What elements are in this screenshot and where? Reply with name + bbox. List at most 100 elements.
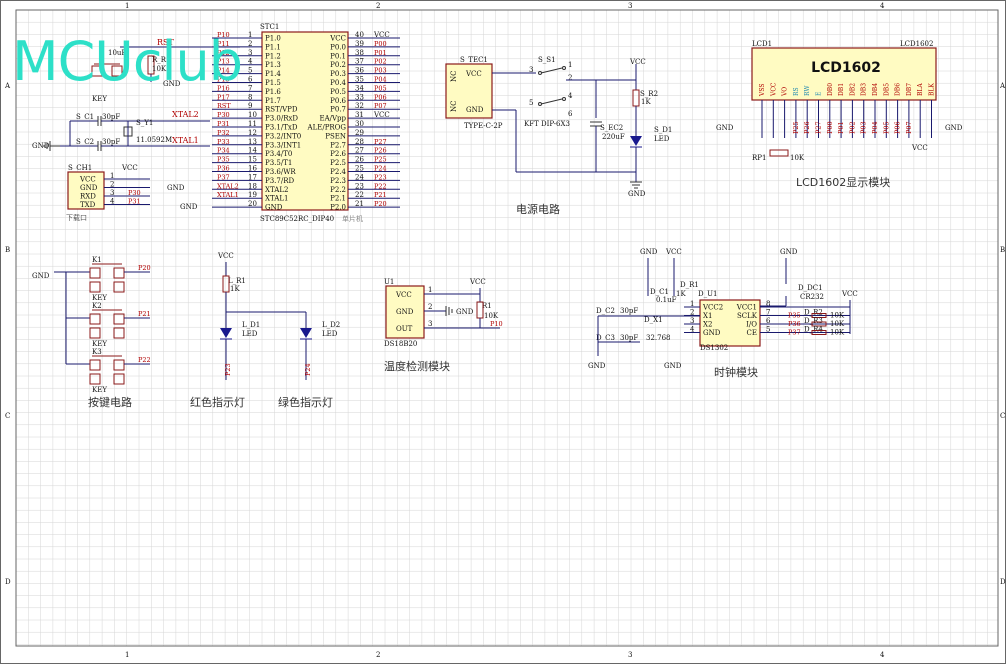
temp-part: DS18B20 bbox=[384, 340, 417, 348]
mcu-right-pin-name: P0.0 bbox=[330, 43, 346, 51]
mcu-right-pin-name: P2.1 bbox=[330, 195, 346, 203]
mcu-right-pin-name: P0.7 bbox=[330, 106, 346, 114]
red-led-vcc: VCC bbox=[217, 252, 234, 260]
download-chip bbox=[67, 171, 105, 210]
mcu-left-pin-net: P31 bbox=[217, 120, 230, 128]
border-col-top: 4 bbox=[880, 2, 885, 10]
border-row-left: B bbox=[5, 246, 10, 254]
mcu-right-pin-num: 32 bbox=[355, 102, 364, 110]
clock-right-pin-name: I/O bbox=[746, 321, 757, 329]
mcu-right-pin-net: VCC bbox=[373, 111, 390, 119]
download-pin-num: 1 bbox=[110, 172, 114, 180]
border-row-right: B bbox=[1000, 246, 1005, 254]
temp-designator: U1 bbox=[384, 278, 394, 286]
mcu-left-pin-num: 19 bbox=[248, 191, 257, 199]
mcu-left-pin-net: P11 bbox=[217, 40, 230, 48]
inner-frame bbox=[15, 9, 999, 647]
lcd-pin-net: P26 bbox=[803, 121, 811, 134]
sw-pin-5: 5 bbox=[529, 99, 533, 107]
sw-pin-2: 2 bbox=[568, 74, 572, 82]
mcu-right-pin-name: P2.2 bbox=[330, 186, 346, 194]
mcu-left-pin-net: XTAL2 bbox=[217, 182, 239, 190]
red-led-r-val: 1K bbox=[230, 285, 240, 293]
mcu-left-pin-name: P1.3 bbox=[265, 61, 281, 69]
mcu-left-pin-num: 4 bbox=[248, 58, 253, 66]
crystal-c1-name: S_C1 bbox=[76, 113, 94, 121]
mcu-right-pin-name: EA/Vpp bbox=[319, 115, 346, 123]
mcu-right-pin-num: 30 bbox=[355, 120, 364, 128]
mcu-left-pin-num: 3 bbox=[248, 49, 252, 57]
lcd-pin-name: DB2 bbox=[849, 83, 856, 96]
mcu-right-pin-net: P22 bbox=[374, 182, 387, 190]
temp-num-3: 3 bbox=[428, 320, 432, 328]
border-col-top: 2 bbox=[376, 2, 380, 10]
mcu-right-pin-num: 26 bbox=[355, 156, 364, 164]
border-row-right: C bbox=[1000, 412, 1005, 420]
green-led-net: P24 bbox=[304, 363, 312, 376]
download-pin-name: RXD bbox=[80, 193, 96, 201]
mcu-left-pin-net: P34 bbox=[217, 147, 230, 155]
mcu-right-pin-net: VCC bbox=[373, 31, 390, 39]
clock-gnd-right: GND bbox=[780, 248, 798, 256]
clock-right-pin-name: CE bbox=[747, 329, 757, 337]
red-led-d-name: L_D1 bbox=[242, 321, 260, 329]
mcu-left-pin-name: P3.5/T1 bbox=[265, 159, 292, 167]
lcd-pin-name: DB7 bbox=[906, 83, 913, 96]
mcu-left-pin-name: P1.5 bbox=[265, 79, 281, 87]
mcu-right-pin-num: 22 bbox=[355, 191, 364, 199]
lcd-vcc: VCC bbox=[911, 144, 928, 152]
mcu-left-pin-net: P32 bbox=[217, 129, 230, 137]
clock-designator: D_U1 bbox=[698, 290, 717, 298]
temp-block: U1 VCC GND OUT 1 2 3 GND VCC R1 10K P10 … bbox=[384, 278, 503, 373]
mcu-left-pin-net: XTAL1 bbox=[217, 191, 239, 199]
key-net: P22 bbox=[138, 356, 151, 364]
lcd-pin-name: DB4 bbox=[872, 83, 879, 96]
reset-res-val: 10K bbox=[152, 65, 167, 73]
temp-chip bbox=[385, 285, 425, 339]
mcu-left-pin-net: P13 bbox=[217, 58, 230, 66]
sw-pin-6: 6 bbox=[568, 110, 573, 118]
mcu-left-pin-num: 10 bbox=[248, 111, 257, 119]
mcu-right-pin-net: P04 bbox=[374, 76, 387, 84]
download-pin-net: P31 bbox=[128, 198, 141, 206]
mcu-left-pin-num: 15 bbox=[248, 156, 257, 164]
clock-c1: D_C2 bbox=[596, 307, 615, 315]
mcu-right-pin-name: P0.5 bbox=[330, 88, 346, 96]
mcu-right-pin-net: P27 bbox=[374, 138, 387, 146]
red-led-r-name: L_R1 bbox=[228, 277, 246, 285]
mcu-right-pin-num: 40 bbox=[355, 31, 364, 39]
clock-block: GND VCC D_R1 D_C1 0.1uF 1K D_U1 VCC21X12… bbox=[588, 248, 858, 379]
mcu-left-pin-name: P3.7/RD bbox=[265, 177, 294, 185]
clock-left-pin-num: 4 bbox=[690, 326, 695, 334]
mcu-right-pin-num: 21 bbox=[355, 200, 364, 208]
mcu-right-pin-name: ALE/PROG bbox=[307, 124, 347, 132]
mcu-right-pin-num: 37 bbox=[355, 58, 364, 66]
reset-cap: 10uF bbox=[108, 49, 126, 57]
border-row-left: C bbox=[5, 412, 10, 420]
power-tec-name: S_TEC1 bbox=[460, 56, 488, 64]
mcu-right-pin-name: P2.6 bbox=[330, 150, 346, 158]
lcd-gnd-right: GND bbox=[945, 124, 963, 132]
reset-block: RST 10uF R_R1 10K GND KEY bbox=[91, 38, 240, 103]
clock-left-pin-name: X2 bbox=[703, 321, 712, 329]
clock-pin-net: P36 bbox=[788, 320, 801, 328]
mcu-left-pin-name: P1.6 bbox=[265, 88, 281, 96]
power-d-part: LED bbox=[654, 135, 670, 143]
mcu-right-pin-name: VCC bbox=[329, 35, 346, 43]
mcu-right-pin-name: PSEN bbox=[325, 132, 346, 140]
power-c-name: S_EC2 bbox=[600, 124, 623, 132]
lcd-pin-net: P01 bbox=[837, 121, 845, 134]
clock-gnd-top: GND bbox=[640, 248, 658, 256]
mcu-right-pin-num: 39 bbox=[355, 40, 364, 48]
lcd-rp-val: 10K bbox=[790, 154, 805, 162]
crystal-net-x1: XTAL1 bbox=[172, 136, 199, 145]
clock-gnd-mid: GND bbox=[664, 362, 682, 370]
mcu-chip bbox=[261, 31, 349, 211]
clock-r-name: D_R3 bbox=[804, 317, 823, 325]
temp-r-name: R1 bbox=[482, 302, 492, 310]
mcu-left-pin-name: P1.1 bbox=[265, 43, 281, 51]
green-led-d-part: LED bbox=[322, 330, 338, 338]
brand-watermark: MCUclub bbox=[12, 30, 242, 93]
